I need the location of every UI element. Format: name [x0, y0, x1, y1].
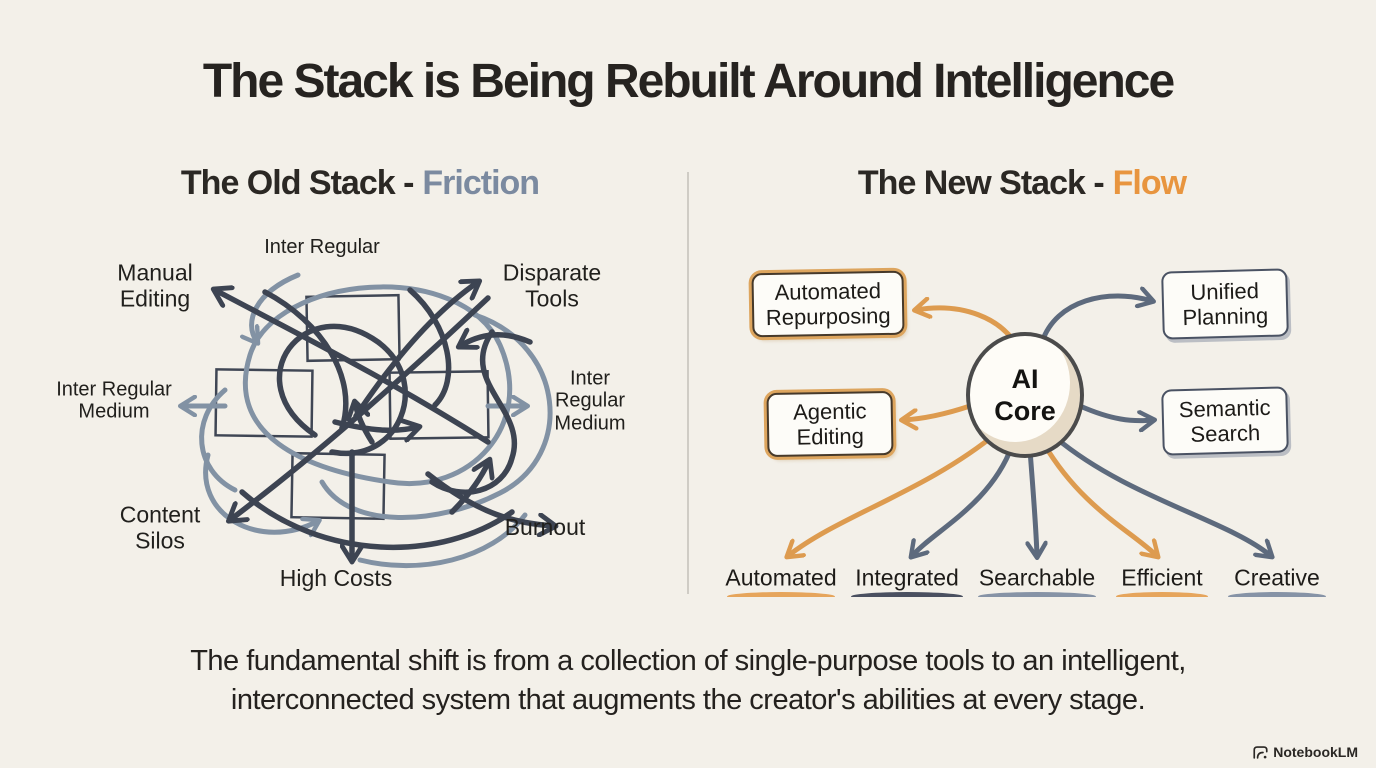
underline-efficient [1116, 592, 1208, 601]
footer-line-1: The fundamental shift is from a collecti… [190, 645, 1186, 677]
notebooklm-label: NotebookLM [1273, 744, 1358, 760]
old-label-top: Inter Regular [264, 235, 380, 258]
ai-core-node: AI Core [966, 332, 1084, 458]
old-stack-diagram: Inter Regular Manual Editing Disparate T… [56, 230, 680, 600]
box-automated-repurposing: Automated Repurposing [751, 270, 905, 338]
outcome-searchable: Searchable [978, 564, 1096, 591]
old-label-left: Inter Regular Medium [56, 378, 172, 423]
underline-searchable [978, 592, 1096, 601]
notebooklm-icon [1252, 745, 1269, 760]
new-stack-heading-text: The New Stack - [857, 164, 1105, 202]
outcome-integrated: Integrated [855, 564, 959, 591]
page-title: The Stack is Being Rebuilt Around Intell… [202, 55, 1175, 108]
underline-integrated [851, 592, 963, 601]
footer-line-2: interconnected system that augments the … [230, 684, 1146, 716]
old-label-right: Inter Regular Medium [554, 367, 626, 435]
old-label-bottom-left: Content Silos [119, 501, 201, 553]
flow-arrows [788, 296, 1271, 556]
tangle-dark-curves [215, 282, 554, 560]
flow-arrows-graphic [700, 230, 1360, 600]
old-stack-heading: The Old Stack -Friction [150, 164, 570, 203]
outcome-creative: Creative [1234, 564, 1320, 591]
underline-creative [1228, 592, 1326, 601]
old-label-bottom: High Costs [279, 565, 393, 592]
old-stack-heading-text: The Old Stack - [180, 164, 414, 202]
tangle-arrows-graphic [60, 272, 680, 569]
old-stack-heading-accent: Friction [422, 164, 540, 202]
new-stack-heading: The New Stack -Flow [812, 164, 1232, 203]
box-semantic-search: Semantic Search [1161, 386, 1289, 456]
old-label-top-left: Manual Editing [117, 259, 193, 311]
notebooklm-brand: NotebookLM [1252, 744, 1358, 760]
section-divider [687, 172, 689, 594]
underline-automated [727, 592, 835, 601]
new-stack-diagram: AI Core Automated Repurposing Unified Pl… [700, 230, 1360, 600]
old-label-top-right: Disparate Tools [502, 259, 602, 311]
old-label-bottom-right: Burnout [504, 514, 586, 541]
box-agentic-editing: Agentic Editing [766, 390, 894, 458]
box-unified-planning: Unified Planning [1161, 268, 1289, 340]
new-stack-heading-accent: Flow [1112, 164, 1187, 202]
outcome-efficient: Efficient [1121, 564, 1203, 591]
outcome-automated: Automated [725, 564, 837, 591]
